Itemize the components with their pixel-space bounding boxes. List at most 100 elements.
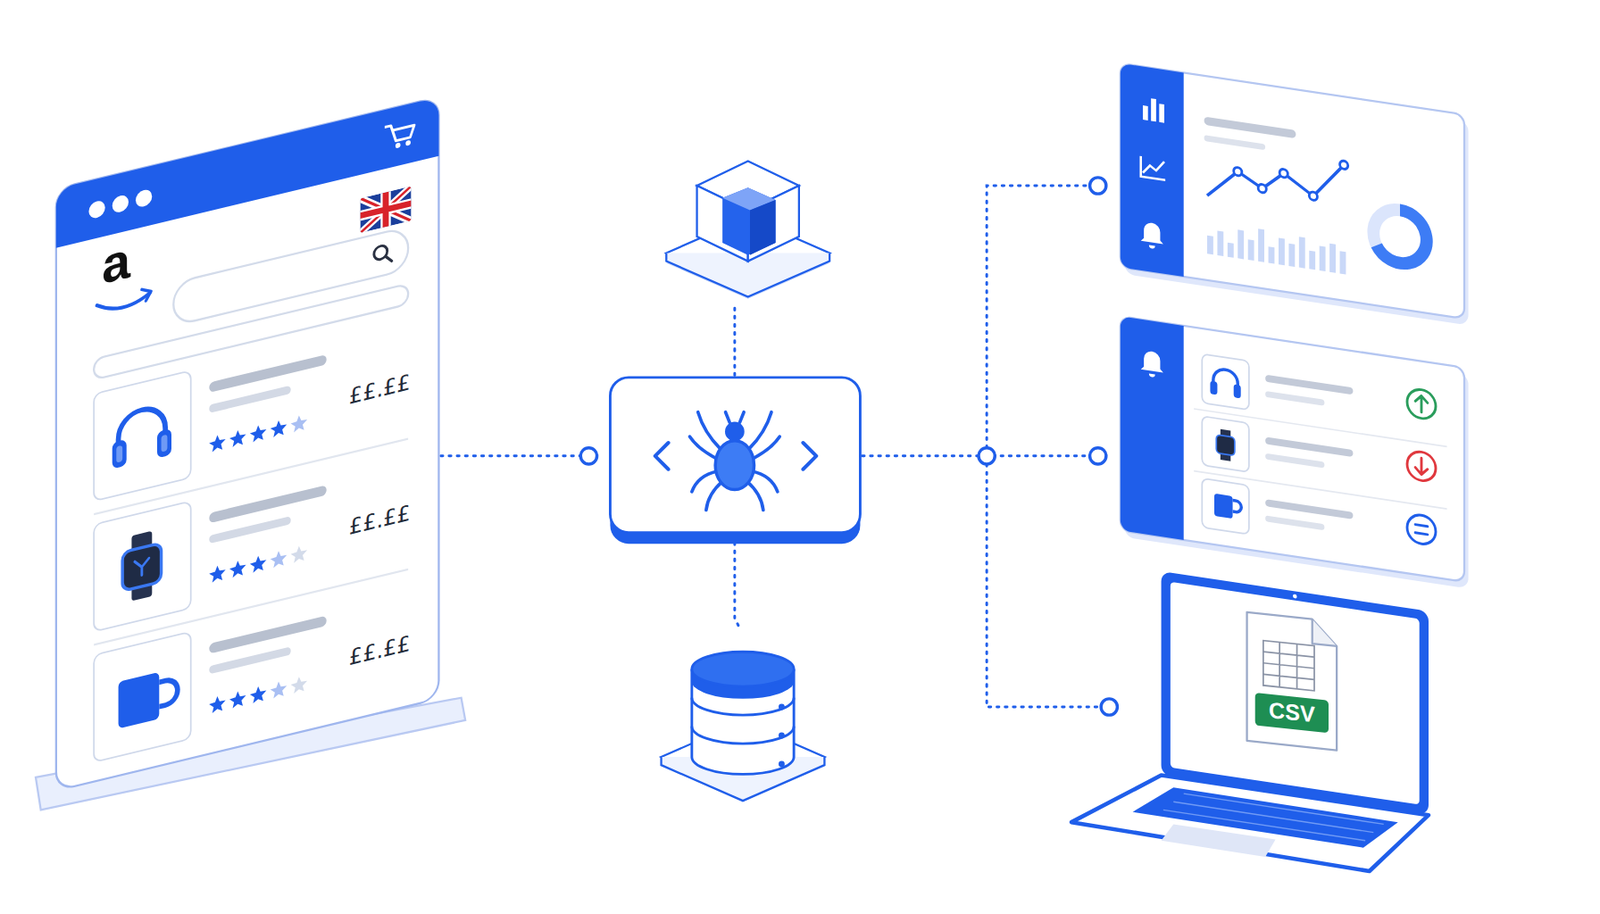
analytics-panel — [1319, 246, 1326, 272]
analytics-panel — [1142, 105, 1149, 121]
product-row — [229, 558, 247, 579]
laptop — [1071, 571, 1429, 872]
analytics-panel — [1279, 168, 1288, 179]
product-row — [93, 632, 192, 763]
analytics-panel — [1268, 246, 1275, 264]
analytics-panel — [1278, 237, 1285, 266]
alert-panel — [1120, 316, 1184, 541]
product-row — [157, 428, 172, 459]
store-logo: a — [101, 233, 131, 292]
analytics-panel — [1120, 63, 1184, 277]
browser-window — [97, 292, 150, 314]
product-row — [134, 558, 150, 577]
csv-file-icon — [1263, 641, 1315, 692]
product-row — [158, 677, 178, 707]
alert-panel — [1265, 391, 1325, 407]
alert-panel — [1201, 354, 1250, 535]
product-row — [208, 694, 226, 715]
product-row — [208, 646, 291, 675]
browser-window — [135, 188, 152, 209]
analytics-panel — [1227, 242, 1234, 259]
analytics-panel — [1258, 228, 1265, 263]
alert-panel — [1120, 316, 1469, 589]
analytics-panel — [1340, 250, 1347, 275]
alert-panel — [1201, 478, 1250, 535]
dotted-wire — [441, 185, 1101, 708]
laptop — [1161, 824, 1276, 858]
laptop — [1170, 582, 1420, 806]
csv-file-icon — [1244, 609, 1339, 753]
analytics-panel — [1329, 243, 1336, 274]
alert-panel — [1265, 515, 1325, 531]
analytics-panel — [1258, 183, 1267, 194]
alert-panel — [1415, 395, 1428, 414]
alert-panel — [1265, 375, 1353, 396]
analytics-panel — [1308, 191, 1317, 201]
alert-panel — [1201, 416, 1250, 473]
alert-panel — [1407, 513, 1436, 547]
cube-module — [722, 187, 775, 255]
analytics-panel — [1207, 235, 1214, 256]
product-row — [270, 549, 288, 569]
scraper-box — [690, 412, 781, 511]
alert-panel — [1407, 387, 1436, 421]
browser-window — [405, 140, 411, 147]
product-row — [93, 500, 192, 632]
dotted-wire — [862, 454, 1091, 458]
product-row — [250, 684, 267, 705]
analytics-panel — [1233, 166, 1242, 177]
browser-window — [374, 244, 388, 261]
cube-module — [666, 161, 830, 300]
browser-window — [359, 186, 411, 234]
product-row — [93, 370, 192, 501]
alert-panel — [1193, 408, 1447, 509]
scraper-box — [747, 481, 764, 510]
csv-file-icon — [1312, 619, 1337, 647]
scraper-box — [725, 422, 745, 442]
product-row — [208, 354, 326, 393]
product-row — [250, 554, 267, 575]
browser-window — [359, 186, 411, 234]
analytics-panel — [1340, 160, 1349, 171]
dotted-wire — [734, 542, 742, 631]
scraper-box — [715, 441, 754, 491]
browser-window — [88, 199, 105, 220]
product-row — [291, 675, 309, 695]
product-row — [116, 445, 123, 464]
analytics-panel — [1216, 231, 1224, 257]
browser-window: a££.££££.££££.££ — [56, 97, 440, 792]
scraper-box — [725, 412, 745, 423]
browser-window — [395, 141, 401, 149]
database — [778, 733, 785, 740]
scraper-box — [609, 377, 860, 544]
analytics-panel — [1150, 98, 1157, 122]
alert-panel — [1415, 525, 1428, 535]
database — [691, 651, 794, 687]
scraper-box — [690, 436, 718, 459]
product-row — [208, 616, 326, 655]
wire-joint — [1090, 448, 1107, 465]
browser-window — [384, 120, 415, 144]
alert-panel — [1265, 391, 1325, 531]
scraper-box — [706, 481, 723, 510]
product-row — [270, 679, 288, 700]
alert-panel — [1265, 436, 1353, 458]
product-row — [229, 428, 247, 449]
browser-window — [141, 287, 151, 302]
database — [691, 698, 794, 744]
wire-joint — [1090, 177, 1107, 194]
analytics-panel — [1141, 221, 1164, 250]
browser-window — [93, 283, 409, 380]
browser-window — [359, 186, 411, 234]
wire-joint — [580, 448, 597, 465]
csv-file-icon — [1263, 641, 1315, 692]
scraper-box — [749, 412, 772, 450]
product-row — [122, 542, 161, 592]
browser-window — [359, 186, 411, 234]
product-row — [112, 439, 127, 470]
product-row — [118, 672, 160, 730]
browser-window — [385, 255, 392, 264]
product-row — [208, 433, 226, 453]
alert-panel — [1120, 316, 1465, 583]
